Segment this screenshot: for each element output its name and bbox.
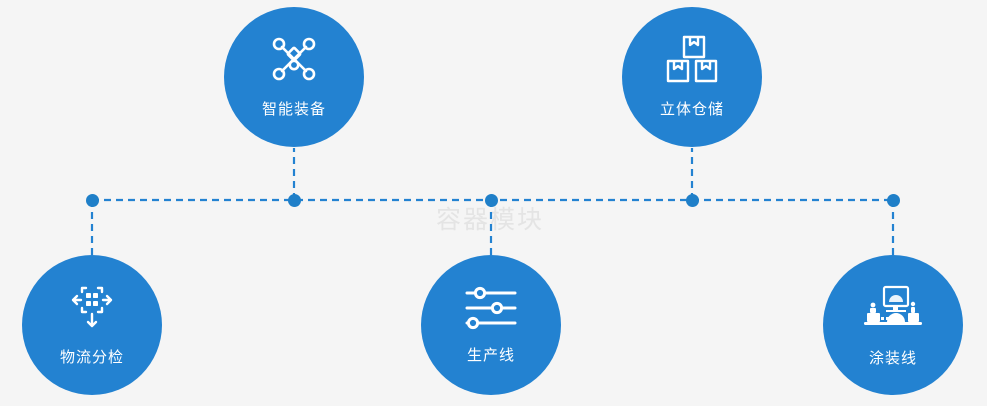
slider-controls-icon <box>463 286 519 330</box>
node-circle-tuzhuangxian[interactable]: 涂装线 <box>823 255 963 395</box>
stacked-boxes-icon <box>665 34 719 84</box>
node-circle-zhinengzhuangbei[interactable]: 智能装备 <box>224 7 364 147</box>
paint-line-machinery-icon <box>862 283 924 333</box>
junction-dot-tuzhuangxian[interactable] <box>886 193 900 207</box>
junction-dot-wuliufenjian[interactable] <box>85 193 99 207</box>
sorting-distribution-icon <box>65 284 119 332</box>
node-label-liticangchu: 立体仓储 <box>659 99 724 118</box>
node-label-zhinengzhuangbei: 智能装备 <box>261 99 326 118</box>
junction-dot-zhinengzhuangbei[interactable] <box>287 193 301 207</box>
node-circle-shengchanxian[interactable]: 生产线 <box>421 255 561 395</box>
junction-dot-shengchanxian[interactable] <box>484 193 498 207</box>
watermark-text: 容器模块 <box>435 205 544 234</box>
node-circle-wuliufenjian[interactable]: 物流分检 <box>22 255 162 395</box>
node-label-shengchanxian: 生产线 <box>466 345 515 364</box>
network-nodes-icon <box>269 34 319 84</box>
node-label-wuliufenjian: 物流分检 <box>59 347 124 366</box>
node-label-tuzhuangxian: 涂装线 <box>868 348 917 367</box>
junction-dot-liticangchu[interactable] <box>685 193 699 207</box>
node-circle-liticangchu[interactable]: 立体仓储 <box>622 7 762 147</box>
